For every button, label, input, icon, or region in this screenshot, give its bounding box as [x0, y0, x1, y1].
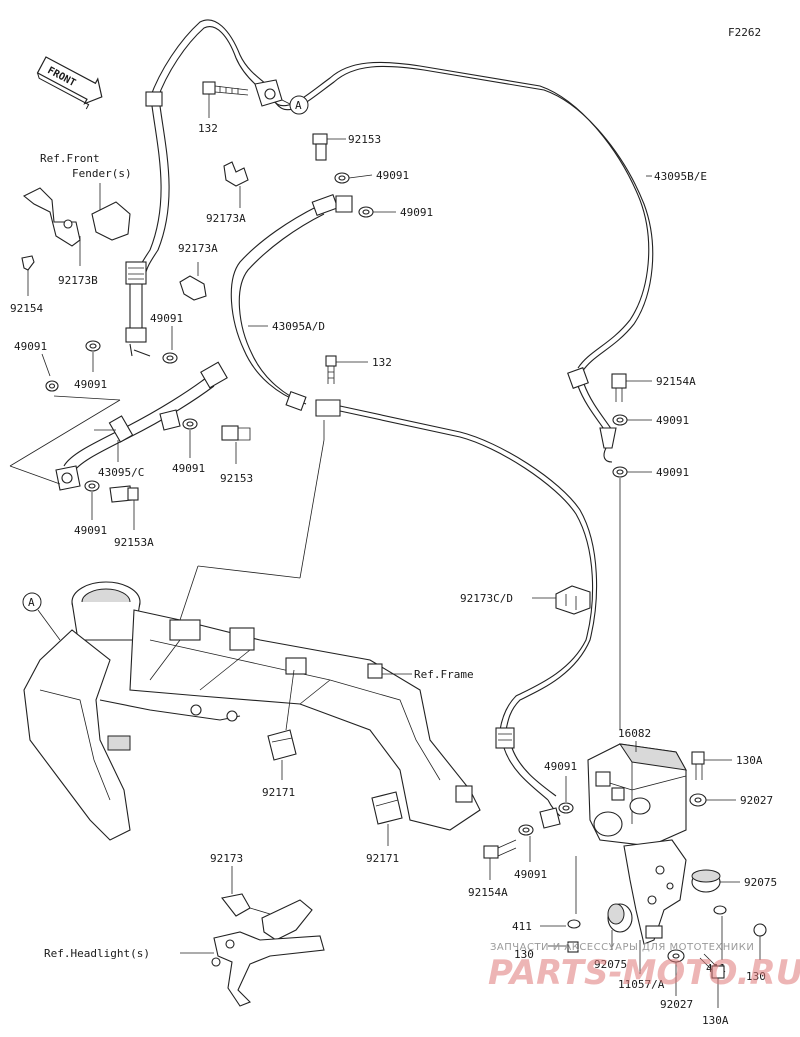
abs-unit-16082: 16082	[587, 727, 687, 945]
bolt-132-top: 132	[198, 81, 249, 135]
brake-hose-43095c: 43095/C	[55, 343, 228, 491]
washers-49091-top: 49091 49091	[334, 169, 433, 219]
label-49091-e: 49091	[74, 378, 107, 391]
label-92173b: 92173B	[58, 274, 98, 287]
bolt-92153-top: 92153	[312, 133, 381, 161]
label-92075-lower: 92075	[594, 958, 627, 971]
label-49091-g: 49091	[656, 466, 689, 479]
label-49091-b: 49091	[400, 206, 433, 219]
label-132-mid: 132	[372, 356, 392, 369]
label-92173a-2: 92173A	[178, 242, 218, 255]
grommet-92075-lower: 92075 11057/A	[594, 903, 665, 991]
label-92173a-1: 92173A	[206, 212, 246, 225]
label-49091-f: 49091	[656, 414, 689, 427]
hardware-lower-right: 411 130 92027 130A	[660, 905, 767, 1027]
label-92154: 92154	[10, 302, 43, 315]
label-49091-j: 49091	[544, 760, 577, 773]
watermark-line1: ЗАПЧАСТИ И АКСЕССУАРЫ ДЛЯ МОТОТЕХНИКИ	[490, 942, 754, 953]
headlight-bracket: 92173 Ref.Headlight(s)	[44, 852, 325, 1007]
clip-92173a-1: 92173A	[206, 161, 249, 225]
brake-hose-43095ad: 43095A/D	[230, 193, 598, 801]
label-11057a: 11057/A	[618, 978, 665, 991]
rubber-92171-a: 92171	[262, 669, 297, 799]
collar-411-left: 411 130	[512, 856, 581, 961]
label-49091-c: 49091	[14, 340, 47, 353]
callout-a-top	[289, 95, 309, 115]
watermark-line2: PARTS-MOTO.RU	[488, 953, 800, 993]
fittings-lower-left: 49091 92153 49091 92153A	[74, 409, 253, 549]
washers-left-cluster: 49091 49091 49091	[14, 312, 183, 392]
label-49091-a: 49091	[376, 169, 409, 182]
label-92153a-2: 92153A	[114, 536, 154, 549]
label-43095ad: 43095A/D	[272, 320, 325, 333]
bolt-132-mid: 132	[323, 355, 392, 440]
label-132-top: 132	[198, 122, 218, 135]
label-92154a-right: 92154A	[656, 375, 696, 388]
callout-a-frame	[22, 592, 42, 612]
label-43095c: 43095/C	[98, 466, 144, 479]
label-130a-bottom: 130A	[702, 1014, 729, 1027]
label-130-b: 130	[746, 970, 766, 983]
label-92171-b: 92171	[366, 852, 399, 865]
label-49091-h: 49091	[172, 462, 205, 475]
front-fender-bracket: Ref.Front Fender(s) 92173B 92154	[10, 152, 132, 315]
label-49091-d: 49091	[150, 312, 183, 325]
label-16082: 16082	[618, 727, 651, 740]
label-92153-b: 92153	[220, 472, 253, 485]
callout-a-frame-label: A	[28, 596, 35, 609]
label-92153-top: 92153	[348, 133, 381, 146]
ref-headlight: Ref.Headlight(s)	[44, 947, 150, 960]
label-130a-top: 130A	[736, 754, 763, 767]
label-411-a: 411	[512, 920, 532, 933]
label-49091-i: 49091	[74, 524, 107, 537]
label-92075-right: 92075	[744, 876, 777, 889]
label-130-a: 130	[514, 948, 534, 961]
front-arrow-icon: FRONT	[36, 56, 103, 110]
label-43095be: 43095B/E	[654, 170, 707, 183]
clamp-92173cd: 92173C/D	[460, 585, 591, 615]
label-92171-a: 92171	[262, 786, 295, 799]
brake-hose-upper	[125, 19, 267, 343]
ref-front-fender-1: Ref.Front	[40, 152, 100, 165]
watermark: ЗАПЧАСТИ И АКСЕССУАРЫ ДЛЯ МОТОТЕХНИКИ PA…	[488, 942, 800, 993]
callout-a-top-label: A	[295, 99, 302, 112]
rubber-92171-b: 92171	[366, 791, 403, 865]
label-49091-k: 49091	[514, 868, 547, 881]
bolt-130a-top: 130A 92027	[689, 751, 773, 807]
bolt-92154a-right: 92154A 49091 49091	[611, 373, 696, 730]
label-92173: 92173	[210, 852, 243, 865]
label-92154a-lower: 92154A	[468, 886, 508, 899]
banjo-fitting-top: A	[254, 79, 309, 115]
label-92173cd: 92173C/D	[460, 592, 513, 605]
grommet-92075-right: 92075	[691, 869, 777, 893]
diagram-code: F2262	[728, 26, 761, 39]
clip-92173a-2: 92173A	[178, 242, 218, 301]
label-92027-top: 92027	[740, 794, 773, 807]
fittings-abs-inlet: 49091 49091 92154A	[468, 760, 577, 899]
label-92027-bottom: 92027	[660, 998, 693, 1011]
frame-illustration: A Ref.Frame	[22, 439, 481, 841]
ref-front-fender-2: Fender(s)	[72, 167, 132, 180]
leader-lines-left	[9, 395, 121, 485]
ref-frame: Ref.Frame	[414, 668, 474, 681]
brake-line-43095be	[267, 61, 654, 463]
